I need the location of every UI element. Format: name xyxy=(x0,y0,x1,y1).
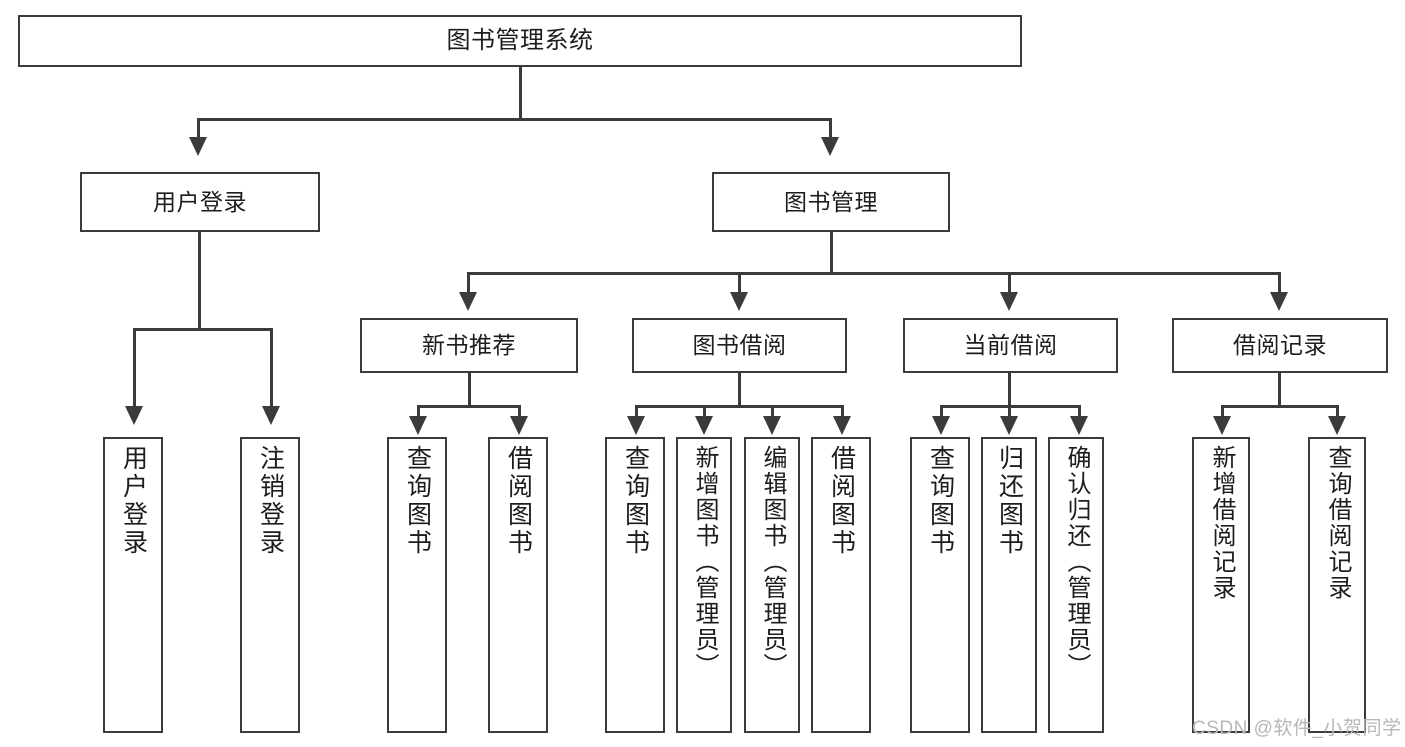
node-label: 借阅记录 xyxy=(1233,332,1327,359)
connector-borrow-drop-2 xyxy=(703,405,706,418)
arrow-head-borrow-1 xyxy=(627,416,645,435)
leaf-logout[interactable]: 注销登录 xyxy=(240,437,300,733)
node-label: 新增图书（管理员） xyxy=(691,445,718,679)
leaf-query-book-current[interactable]: 查询图书 xyxy=(910,437,970,733)
connector-user-login-drop-2 xyxy=(270,328,273,408)
connector-level2-drop-1 xyxy=(197,118,200,139)
connector-borrow-drop-1 xyxy=(635,405,638,418)
node-label: 借阅图书 xyxy=(504,445,533,557)
connector-borrow-drop-4 xyxy=(841,405,844,418)
node-borrow-record[interactable]: 借阅记录 xyxy=(1172,318,1388,373)
leaf-add-borrow-record[interactable]: 新增借阅记录 xyxy=(1192,437,1250,733)
node-user-login[interactable]: 用户登录 xyxy=(80,172,320,232)
connector-level2-drop-2 xyxy=(829,118,832,139)
arrow-head-borrow-2 xyxy=(695,416,713,435)
node-label: 图书管理 xyxy=(784,188,878,215)
leaf-confirm-return-admin[interactable]: 确认归还（管理员） xyxy=(1048,437,1104,733)
connector-level2-bus xyxy=(197,118,831,121)
arrow-head-user-login-2 xyxy=(262,406,280,425)
connector-borrow-stem xyxy=(738,373,741,407)
node-label: 查询图书 xyxy=(403,445,432,557)
connector-level3-drop-4 xyxy=(1278,272,1281,294)
csdn-watermark: CSDN @软件_小贺同学 xyxy=(1192,718,1402,739)
node-label: 查询图书 xyxy=(926,445,955,557)
connector-level3-drop-1 xyxy=(467,272,470,294)
arrow-head-current-2 xyxy=(1000,416,1018,435)
connector-recommend-drop-1 xyxy=(417,405,420,418)
leaf-borrow-book-recommend[interactable]: 借阅图书 xyxy=(488,437,548,733)
node-book-borrow[interactable]: 图书借阅 xyxy=(632,318,847,373)
connector-current-stem xyxy=(1008,373,1011,407)
arrow-head-level3-3 xyxy=(1000,292,1018,311)
node-label: 用户登录 xyxy=(153,188,247,215)
arrow-head-borrow-4 xyxy=(833,416,851,435)
leaf-add-book-admin[interactable]: 新增图书（管理员） xyxy=(676,437,732,733)
leaf-edit-book-admin[interactable]: 编辑图书（管理员） xyxy=(744,437,800,733)
connector-level3-bus xyxy=(467,272,1278,275)
leaf-borrow-book[interactable]: 借阅图书 xyxy=(811,437,871,733)
connector-level3-drop-3 xyxy=(1008,272,1011,294)
connector-recommend-stem xyxy=(468,373,471,407)
leaf-query-book-borrow[interactable]: 查询图书 xyxy=(605,437,665,733)
connector-borrow-bus xyxy=(635,405,843,408)
leaf-query-borrow-record[interactable]: 查询借阅记录 xyxy=(1308,437,1366,733)
node-label: 确认归还（管理员） xyxy=(1063,445,1090,679)
connector-user-login-bus xyxy=(133,328,273,331)
connector-borrow-drop-3 xyxy=(771,405,774,418)
arrow-head-record-1 xyxy=(1213,416,1231,435)
node-label: 新书推荐 xyxy=(422,332,516,359)
connector-current-drop-3 xyxy=(1078,405,1081,418)
node-current-borrow[interactable]: 当前借阅 xyxy=(903,318,1118,373)
connector-record-drop-2 xyxy=(1336,405,1339,418)
leaf-user-login[interactable]: 用户登录 xyxy=(103,437,163,733)
node-label: 编辑图书（管理员） xyxy=(759,445,786,679)
connector-current-drop-2 xyxy=(1008,405,1011,418)
node-label: 用户登录 xyxy=(119,445,148,557)
leaf-return-book[interactable]: 归还图书 xyxy=(981,437,1037,733)
arrow-head-borrow-3 xyxy=(763,416,781,435)
arrow-head-current-1 xyxy=(932,416,950,435)
connector-recommend-drop-2 xyxy=(518,405,521,418)
connector-current-drop-1 xyxy=(940,405,943,418)
connector-user-login-drop-1 xyxy=(133,328,136,408)
arrow-head-recommend-1 xyxy=(409,416,427,435)
arrow-head-level3-4 xyxy=(1270,292,1288,311)
connector-recommend-bus xyxy=(417,405,520,408)
node-label: 新增借阅记录 xyxy=(1208,445,1235,601)
arrow-head-level2-2 xyxy=(821,137,839,156)
arrow-head-record-2 xyxy=(1328,416,1346,435)
connector-record-bus xyxy=(1221,405,1338,408)
node-label: 查询借阅记录 xyxy=(1324,445,1351,601)
arrow-head-level2-1 xyxy=(189,137,207,156)
arrow-head-level3-1 xyxy=(459,292,477,311)
node-root-system[interactable]: 图书管理系统 xyxy=(18,15,1022,67)
node-new-book-recommend[interactable]: 新书推荐 xyxy=(360,318,578,373)
connector-user-login-stem xyxy=(198,232,201,330)
node-label: 注销登录 xyxy=(256,445,285,557)
node-label: 查询图书 xyxy=(621,445,650,557)
arrow-head-user-login-1 xyxy=(125,406,143,425)
arrow-head-level3-2 xyxy=(730,292,748,311)
node-label: 图书管理系统 xyxy=(446,27,594,55)
node-label: 借阅图书 xyxy=(827,445,856,557)
arrow-head-current-3 xyxy=(1070,416,1088,435)
arrow-head-recommend-2 xyxy=(510,416,528,435)
connector-book-management-stem xyxy=(830,232,833,274)
node-book-management[interactable]: 图书管理 xyxy=(712,172,950,232)
connector-level3-drop-2 xyxy=(738,272,741,294)
node-label: 归还图书 xyxy=(995,445,1024,557)
node-label: 当前借阅 xyxy=(963,332,1058,359)
connector-root-stem xyxy=(519,67,522,120)
leaf-query-book-recommend[interactable]: 查询图书 xyxy=(387,437,447,733)
node-label: 图书借阅 xyxy=(692,332,787,359)
connector-record-drop-1 xyxy=(1221,405,1224,418)
connector-record-stem xyxy=(1278,373,1281,407)
